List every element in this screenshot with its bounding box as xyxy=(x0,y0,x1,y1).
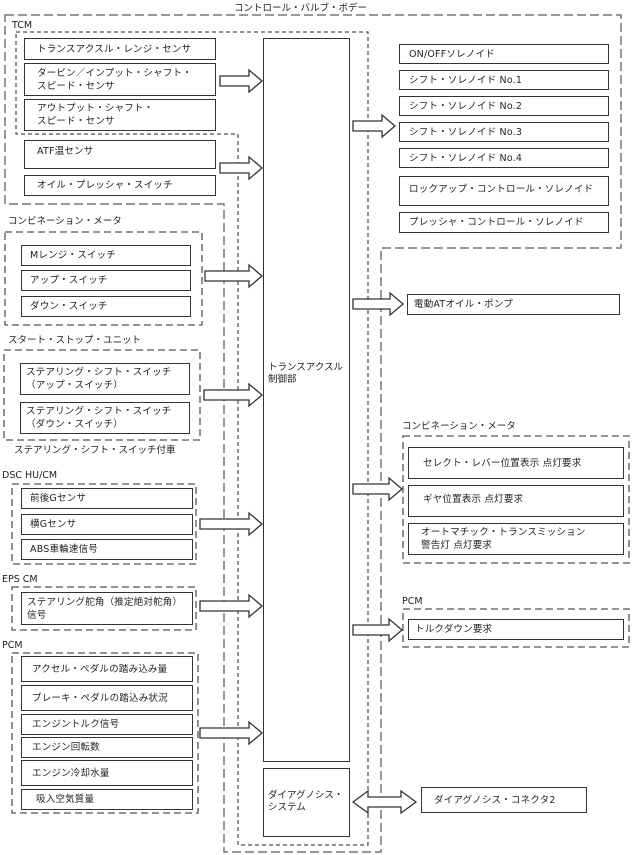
sensor-output: アウトプット・シャフト・ スピード・センサ xyxy=(24,99,216,131)
control-valve-body-boundary xyxy=(4,14,622,853)
sensor-atf-temp: ATF温センサ xyxy=(24,140,216,169)
combination-meter-in-group xyxy=(4,231,203,326)
pcm-in-group xyxy=(11,652,199,814)
arrow-tcm-sensors-1 xyxy=(219,68,264,94)
arrow-dsc xyxy=(199,511,264,537)
dsc-group xyxy=(11,483,197,565)
arrow-pcm-in xyxy=(199,720,264,746)
sensor-range: トランスアクスル・レンジ・センサ xyxy=(24,38,216,60)
arrow-to-solenoids xyxy=(352,113,397,139)
abs-wheel-speed: ABS車輪速信号 xyxy=(21,539,193,560)
diagnosis-system-label: ダイアグノシス・ システム xyxy=(268,790,344,813)
pcm-out-group xyxy=(402,608,630,648)
solenoid-shift-2: シフト・ソレノイド No.2 xyxy=(399,96,609,116)
control-valve-body-label: コントロール・バルブ・ボデー xyxy=(234,3,368,14)
dsc-label: DSC HU/CM xyxy=(2,470,58,481)
solenoid-lockup: ロックアップ・コントロール・ソレノイド xyxy=(399,176,609,206)
solenoid-shift-4: シフト・ソレノイド No.4 xyxy=(399,148,609,168)
start-stop-unit-label: スタート・ストップ・ユニット xyxy=(8,335,142,346)
solenoid-shift-1: シフト・ソレノイド No.1 xyxy=(399,70,609,90)
solenoid-shift-3: シフト・ソレノイド No.3 xyxy=(399,122,609,142)
sensor-longitudinal-g: 前後Gセンサ xyxy=(21,488,193,509)
arrow-diagnosis-connector xyxy=(351,789,418,815)
transaxle-control-label: トランスアクスル 制御部 xyxy=(268,362,344,385)
eps-label: EPS CM xyxy=(2,574,38,585)
steering-shift-up: ステアリング・シフト・スイッチ （アップ・スイッチ） xyxy=(20,363,190,395)
arrow-to-oil-pump xyxy=(352,291,405,317)
arrow-tcm-sensors-2 xyxy=(219,155,264,181)
gear-position-indicator-request: ギヤ位置表示 点灯要求 xyxy=(408,485,624,517)
tcm-boundary xyxy=(15,31,369,846)
diagnosis-system xyxy=(263,768,350,837)
arrow-eps xyxy=(199,593,264,619)
sensor-turbine: タービン／インプット・シャフト・ スピード・センサ xyxy=(24,63,216,96)
engine-torque: エンジントルク信号 xyxy=(21,714,193,735)
pcm-in-label: PCM xyxy=(2,640,23,651)
switch-down: ダウン・スイッチ xyxy=(21,296,191,317)
engine-coolant: エンジン冷却水量 xyxy=(21,760,193,786)
arrow-start-stop-unit xyxy=(203,382,264,408)
steering-angle-signal: ステアリング舵角（推定絶対舵角） 信号 xyxy=(21,592,193,625)
switch-m-range: Mレンジ・スイッチ xyxy=(21,245,191,266)
brake-pedal: ブレーキ・ペダルの踏込み状況 xyxy=(21,685,193,711)
engine-speed: エンジン回転数 xyxy=(21,737,193,758)
combination-meter-out-label: コンビネーション・メータ xyxy=(402,421,516,432)
steering-shift-note: ステアリング・シフト・スイッチ付車 xyxy=(14,445,176,456)
tcm-label: TCM xyxy=(12,20,33,31)
sensor-oil-pressure: オイル・プレッシャ・スイッチ xyxy=(24,175,216,196)
electric-oil-pump: 電動ATオイル・ポンプ xyxy=(407,294,620,315)
sensor-lateral-g: 横Gセンサ xyxy=(21,514,193,535)
pcm-out-label: PCM xyxy=(402,596,423,607)
steering-shift-down: ステアリング・シフト・スイッチ （ダウン・スイッチ） xyxy=(20,402,190,434)
intake-air-mass: 吸入空気質量 xyxy=(21,789,193,810)
combination-meter-in-label: コンビネーション・メータ xyxy=(8,216,122,227)
torque-down-request: トルクダウン要求 xyxy=(408,619,624,640)
solenoid-on-off: ON/OFFソレノイド xyxy=(399,44,609,64)
accel-pedal: アクセル・ペダルの踏み込み量 xyxy=(21,656,193,682)
transaxle-control-unit xyxy=(263,38,350,762)
arrow-to-pcm xyxy=(352,617,404,643)
combination-meter-out-group xyxy=(402,435,630,564)
eps-group xyxy=(11,586,197,631)
switch-up: アップ・スイッチ xyxy=(21,270,191,291)
arrow-combination-meter-in xyxy=(204,263,264,289)
at-warning-light-request: オートマチック・トランスミッション 警告灯 点灯要求 xyxy=(408,523,624,555)
solenoid-pressure: プレッシャ・コントロール・ソレノイド xyxy=(399,212,609,233)
diagnosis-connector: ダイアグノシス・コネクタ2 xyxy=(421,787,587,813)
select-lever-indicator-request: セレクト・レバー位置表示 点灯要求 xyxy=(408,447,624,479)
arrow-to-combination-meter xyxy=(352,476,404,502)
